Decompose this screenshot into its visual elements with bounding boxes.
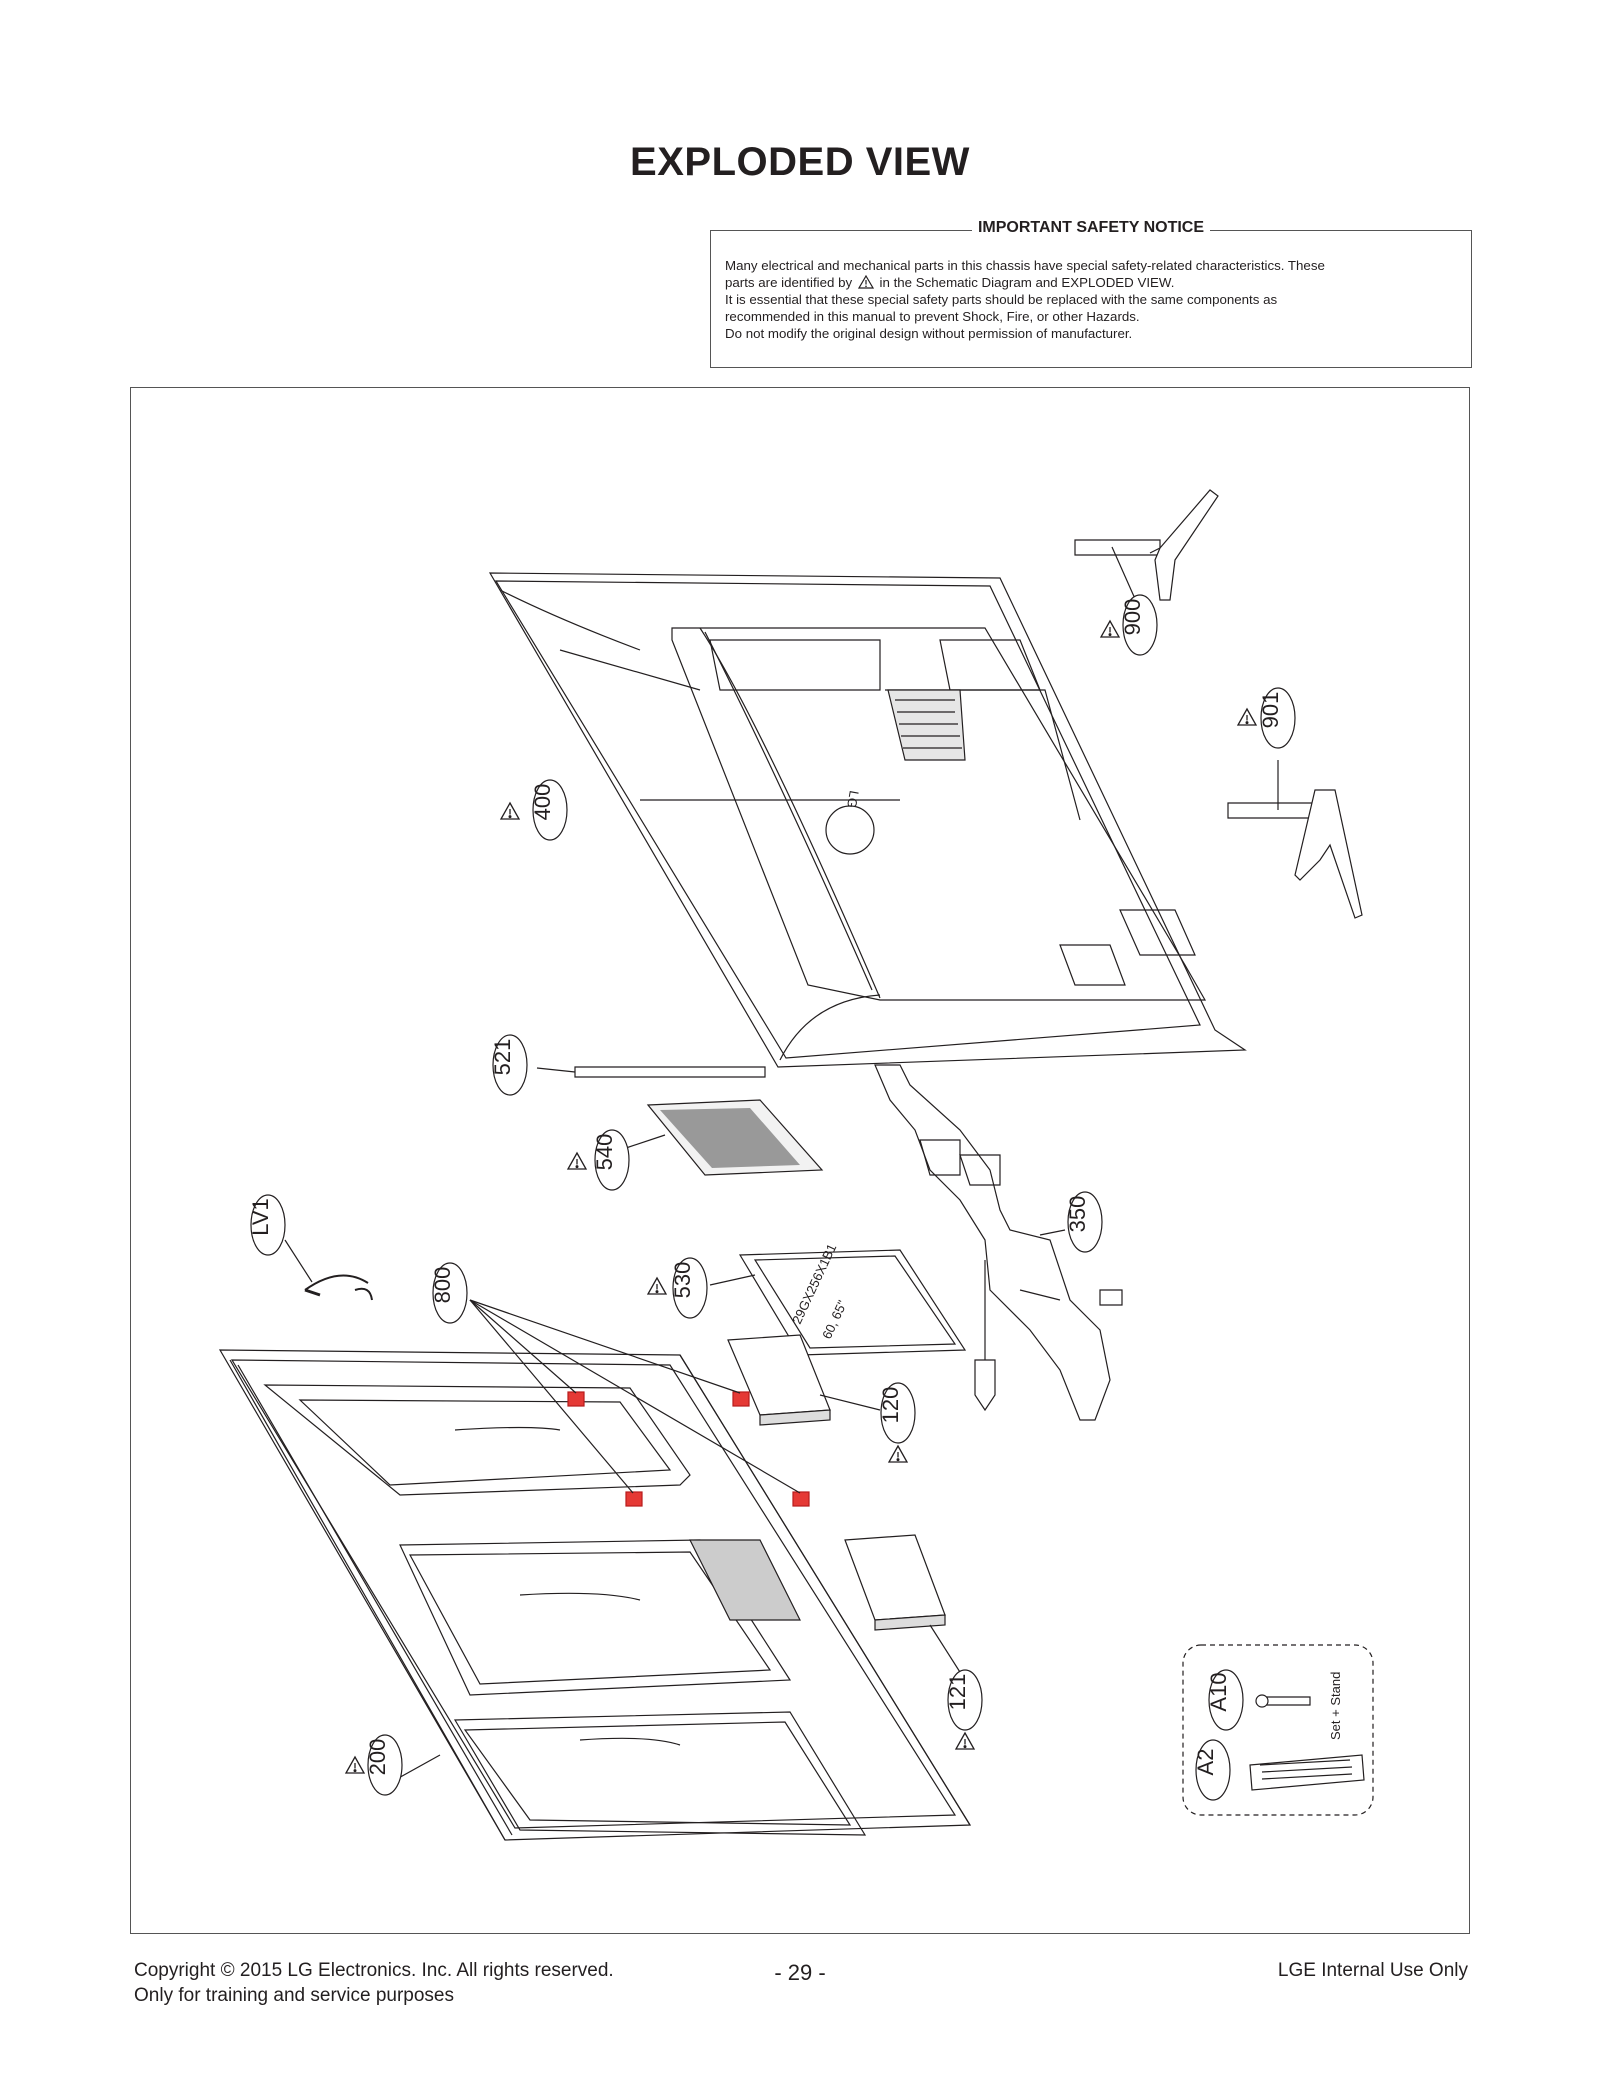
svg-text:800: 800 <box>430 1267 455 1304</box>
cable-part-lv1 <box>284 1239 373 1301</box>
copyright-line: Copyright © 2015 LG Electronics. Inc. Al… <box>134 1960 614 1981</box>
safety-notice-box: IMPORTANT SAFETY NOTICE Many electrical … <box>710 219 1472 368</box>
callout-350: 350 <box>1065 1191 1103 1253</box>
notice-line-5: Do not modify the original design withou… <box>725 326 1133 341</box>
bracket-part-521 <box>536 1066 766 1078</box>
bracket-part-350 <box>874 1064 1123 1421</box>
callout-a2: A2 <box>1193 1739 1231 1801</box>
callout-121: 121 <box>945 1669 983 1750</box>
callout-120: 120 <box>878 1382 916 1463</box>
svg-text:121: 121 <box>945 1674 970 1711</box>
safety-notice-heading: IMPORTANT SAFETY NOTICE <box>971 219 1211 236</box>
callout-540: 540 <box>567 1129 630 1191</box>
svg-text:530: 530 <box>670 1262 695 1299</box>
callout-200: 200 <box>345 1734 403 1796</box>
notice-line-4: recommended in this manual to prevent Sh… <box>725 309 1140 324</box>
svg-text:900: 900 <box>1120 599 1145 636</box>
main-board-part-540 <box>619 1099 824 1176</box>
svg-text:540: 540 <box>592 1134 617 1171</box>
warning-triangle-icon <box>857 275 874 289</box>
stand-part-901 <box>1227 760 1363 919</box>
page-number: - 29 - <box>774 1960 826 1985</box>
svg-text:A2: A2 <box>1193 1749 1218 1776</box>
page-title: EXPLODED VIEW <box>630 140 970 184</box>
svg-text:200: 200 <box>365 1739 390 1776</box>
footer-copyright: Copyright © 2015 LG Electronics. Inc. Al… <box>134 1958 614 2008</box>
notice-line-2b: in the Schematic Diagram and EXPLODED VI… <box>879 275 1175 290</box>
svg-text:350: 350 <box>1065 1196 1090 1233</box>
rating-label-sticker <box>887 689 966 761</box>
callout-530: 530 <box>647 1257 708 1319</box>
svg-text:LG: LG <box>844 789 862 809</box>
notice-line-3: It is essential that these special safet… <box>725 292 1278 307</box>
svg-text:901: 901 <box>1258 692 1283 729</box>
callout-a10: A10 <box>1206 1669 1244 1731</box>
safety-notice-body: Many electrical and mechanical parts in … <box>725 257 1457 342</box>
stand-part-900 <box>1074 489 1219 611</box>
svg-text:521: 521 <box>490 1039 515 1076</box>
internal-use-label: LGE Internal Use Only <box>1277 1960 1468 1981</box>
callout-901: 901 <box>1237 687 1296 749</box>
diagram-frame <box>130 387 1470 1934</box>
callout-800: 800 <box>430 1262 468 1324</box>
callout-400: 400 <box>500 779 568 841</box>
training-line: Only for training and service purposes <box>134 1985 454 2006</box>
lg-logo: LG <box>825 789 875 855</box>
svg-text:A10: A10 <box>1206 1672 1231 1711</box>
cushion-parts-800 <box>469 1299 810 1507</box>
callout-lv1: LV1 <box>248 1194 286 1256</box>
power-board-part-530: 29GX256X1B1 60, 65" <box>709 1241 967 1356</box>
notice-line-1: Many electrical and mechanical parts in … <box>725 258 1325 273</box>
svg-text:120: 120 <box>878 1387 903 1424</box>
callout-900: 900 <box>1100 594 1158 656</box>
svg-text:400: 400 <box>530 784 555 821</box>
speaker-part-121 <box>844 1534 966 1681</box>
speaker-part-120 <box>727 1334 881 1426</box>
accessory-box: Set + Stand <box>1182 1644 1374 1816</box>
callout-521: 521 <box>490 1034 528 1096</box>
svg-text:LV1: LV1 <box>248 1198 273 1236</box>
set-stand-label: Set + Stand <box>1328 1672 1343 1740</box>
notice-line-2a: parts are identified by <box>725 275 853 290</box>
lcd-panel-part-200 <box>218 1349 972 1841</box>
back-cover-part <box>488 572 1247 1068</box>
